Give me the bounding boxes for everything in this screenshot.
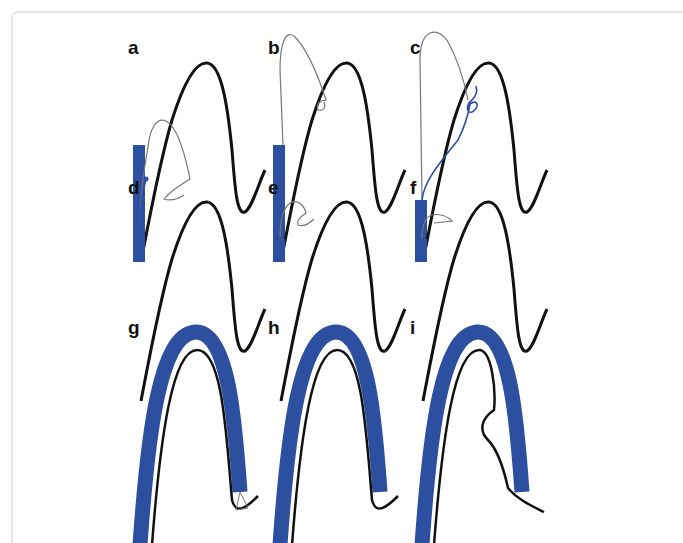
panel-letter: c [410,38,421,57]
panel-h [280,332,398,543]
panel-letter: e [268,178,279,197]
panel-b [273,34,405,262]
panel-letter: a [128,38,139,57]
panel-letter: h [268,318,280,337]
panel-letter: f [410,178,416,197]
panel-letter: g [128,318,140,337]
panel-e [273,202,405,401]
panel-a [133,63,265,262]
panel-f [415,202,547,401]
panel-d [133,120,265,401]
panel-letter: i [410,318,415,337]
panel-g [140,332,258,543]
panel-c [415,32,547,262]
panel-letter: d [128,178,140,197]
panel-i [422,332,544,543]
frame-border [12,12,683,543]
panel-letter: b [268,38,280,57]
